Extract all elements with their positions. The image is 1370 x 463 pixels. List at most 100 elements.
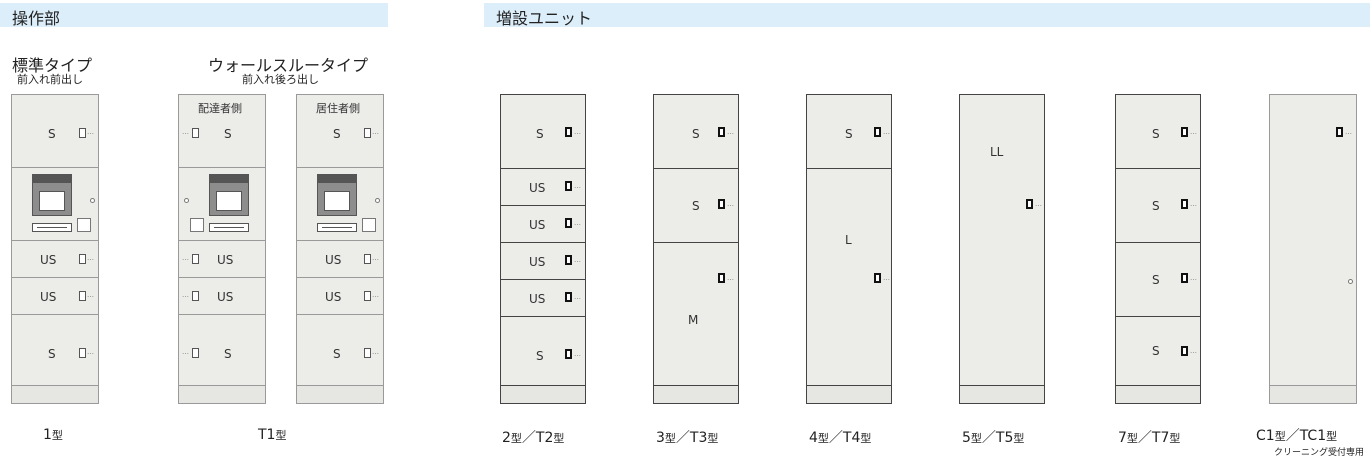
key-mark-icon: … — [87, 128, 94, 136]
compartment-label: M — [688, 313, 699, 327]
caption-part: 7 — [1118, 430, 1127, 446]
compartment-label: S — [333, 347, 341, 361]
unit-base — [12, 385, 98, 403]
lock-icon — [565, 181, 572, 191]
touch-screen-icon — [32, 174, 72, 216]
lock-icon — [718, 199, 725, 209]
caption-sep: ／ — [981, 430, 996, 446]
key-mark-icon: … — [1345, 128, 1352, 136]
caption-type3: 3型／T3型 — [656, 427, 718, 447]
key-mark-icon: … — [372, 348, 379, 356]
lock-icon — [874, 127, 881, 137]
compartment-label: S — [1152, 127, 1160, 141]
lock-icon — [79, 291, 86, 301]
caption-sep: ／ — [828, 430, 843, 446]
card-slot-icon — [32, 223, 72, 232]
touch-screen-icon — [209, 174, 249, 216]
key-mark-icon: … — [182, 128, 189, 136]
compartment-cleaning: … — [1270, 95, 1356, 388]
compartment-us: … US — [179, 278, 265, 315]
compartment-us: US … — [501, 243, 585, 280]
lock-icon — [192, 128, 199, 138]
compartment-label: S — [224, 127, 232, 141]
compartment-m: … M — [654, 243, 738, 387]
caption-suffix: 型 — [275, 429, 287, 442]
lock-icon — [192, 254, 199, 264]
lock-icon — [79, 128, 86, 138]
compartment-s: S … — [654, 169, 738, 243]
wallthrough-type-name: ウォールスルータイプ — [208, 56, 369, 75]
compartment-label: S — [48, 127, 56, 141]
unit-base — [297, 385, 383, 403]
compartment-label: US — [217, 253, 234, 267]
caption-part: 4 — [809, 430, 818, 446]
key-mark-icon: … — [87, 291, 94, 299]
touch-screen-icon — [317, 174, 357, 216]
caption-part: T2 — [535, 430, 554, 446]
caption-part: 型 — [1169, 432, 1181, 445]
unit-t1-delivery: 配達者側 … S … US … US … S — [178, 94, 266, 404]
key-mark-icon: … — [182, 348, 189, 356]
unit-type5: LL … — [959, 94, 1045, 404]
standard-type-name: 標準タイプ — [12, 56, 93, 75]
caption-part: 5 — [962, 430, 971, 446]
sensor-pad-icon — [77, 218, 91, 232]
caption-part: C1 — [1256, 428, 1275, 444]
compartment-s: S … — [12, 95, 98, 168]
caption-number: T1 — [258, 427, 276, 443]
delivery-side-label: 配達者側 — [198, 102, 242, 115]
lock-icon — [364, 348, 371, 358]
lock-icon — [565, 218, 572, 228]
sensor-dot-icon — [90, 198, 95, 203]
caption-typeT1: T1型 — [258, 427, 286, 443]
lock-icon — [565, 255, 572, 265]
lock-icon — [79, 348, 86, 358]
key-mark-icon: … — [883, 128, 890, 136]
sensor-dot-icon — [1348, 279, 1353, 284]
lock-icon — [1181, 199, 1188, 209]
compartment-label: S — [1152, 199, 1160, 213]
caption-part: 型 — [817, 432, 829, 445]
caption-part: 型 — [510, 432, 522, 445]
wallthrough-type-sub: 前入れ後ろ出し — [242, 73, 319, 86]
operation-section-title: 操作部 — [12, 9, 61, 28]
lock-icon — [1181, 273, 1188, 283]
compartment-label: US — [325, 290, 342, 304]
unit-type3: S … S … … M — [653, 94, 739, 404]
compartment-s: S … — [1116, 243, 1200, 317]
key-mark-icon: … — [574, 256, 581, 264]
caption-part: 型 — [553, 432, 565, 445]
compartment-us: US … — [501, 206, 585, 243]
key-mark-icon: … — [87, 254, 94, 262]
unit-type4: S … L … — [806, 94, 892, 404]
caption-number: 1 — [43, 427, 52, 443]
key-mark-icon: … — [372, 254, 379, 262]
lock-icon — [565, 127, 572, 137]
key-mark-icon: … — [727, 200, 734, 208]
compartment-label: US — [40, 290, 57, 304]
caption-sep: ／ — [521, 430, 536, 446]
compartment-us: US … — [297, 278, 383, 315]
caption-part: 型 — [664, 432, 676, 445]
compartment-label: S — [48, 347, 56, 361]
key-mark-icon: … — [372, 291, 379, 299]
compartment-label: S — [692, 127, 700, 141]
compartment-s: S … — [1116, 169, 1200, 243]
key-mark-icon: … — [1190, 347, 1197, 355]
compartment-label: L — [845, 233, 852, 247]
resident-side-label: 居住者側 — [316, 102, 360, 115]
operation-section-header: 操作部 — [0, 3, 388, 28]
extension-section-title: 増設ユニット — [496, 9, 593, 28]
lock-icon — [565, 349, 572, 359]
caption-suffix: 型 — [51, 429, 63, 442]
compartment-s: S … — [1116, 317, 1200, 387]
caption-part: T7 — [1151, 430, 1170, 446]
key-mark-icon: … — [574, 219, 581, 227]
compartment-label: US — [40, 253, 57, 267]
compartment-us: US … — [297, 241, 383, 278]
compartment-label: US — [325, 253, 342, 267]
lock-icon — [718, 127, 725, 137]
key-mark-icon: … — [574, 293, 581, 301]
compartment-ll: LL … — [960, 95, 1044, 387]
caption-part: T4 — [842, 430, 861, 446]
